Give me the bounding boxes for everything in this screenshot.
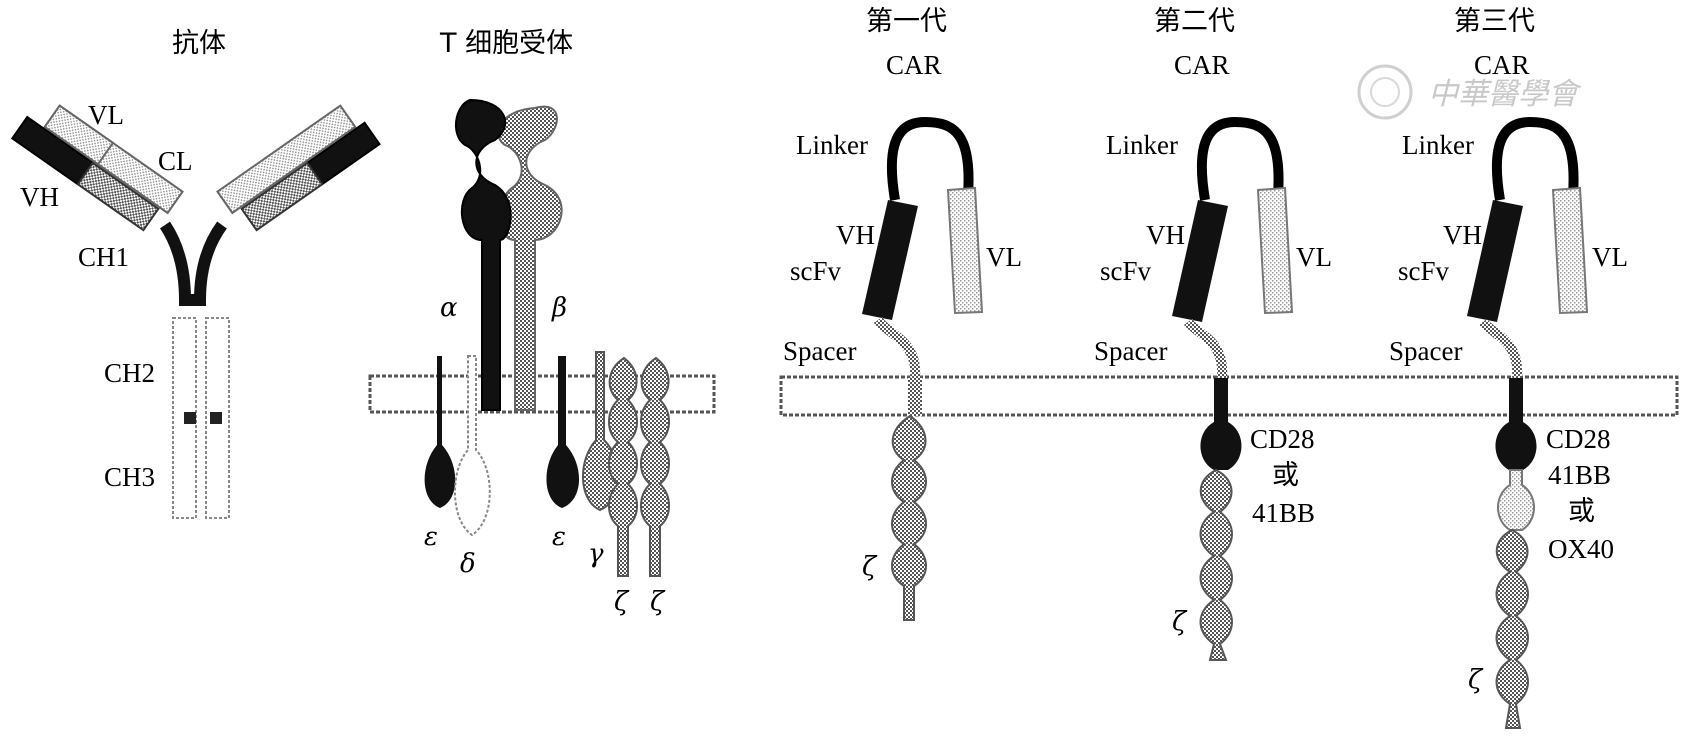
car1-linker — [886, 116, 974, 201]
tcr-alpha-label: α — [440, 293, 458, 323]
antibody-hinge — [159, 221, 227, 306]
car3-group: 第三代 CAR Linker VH scFv VL Spacer CD28 41… — [1389, 6, 1628, 729]
car3-linker — [1491, 116, 1579, 201]
car3-costim-domain-2 — [1497, 469, 1535, 531]
car2-vh-domain — [1172, 200, 1228, 322]
antibody-disulfide-right — [210, 412, 222, 424]
car1-spacer-label: Spacer — [783, 336, 856, 366]
car3-costim-1-label: CD28 — [1546, 424, 1611, 454]
antibody-ch1-domain — [76, 161, 160, 232]
tcr-zeta-1-label: ζ — [614, 587, 630, 617]
tcr-alpha-chain — [454, 98, 512, 411]
car1-vh-domain — [862, 200, 918, 320]
antibody-vh-label: VH — [20, 182, 59, 212]
watermark-seal-icon — [1357, 64, 1413, 120]
antibody-ch1-label: CH1 — [78, 242, 129, 272]
antibody-title: 抗体 — [172, 28, 226, 59]
car1-linker-label: Linker — [796, 130, 868, 160]
tcr-title: T 细胞受体 — [439, 28, 573, 59]
car3-vl-domain — [1551, 186, 1589, 315]
car3-scfv-label: scFv — [1398, 256, 1450, 286]
car2-costim-or-label: 或 — [1272, 460, 1299, 491]
car2-vl-label: VL — [1296, 242, 1332, 272]
antibody-group: 抗体 VL CL VH CH1 CH2 CH3 — [10, 28, 381, 519]
car2-costim-2-label: 41BB — [1252, 498, 1315, 528]
car1-zeta-label: ζ — [862, 552, 878, 582]
tcr-epsilon-left-label: ε — [424, 522, 438, 552]
car2-vh-label: VH — [1146, 220, 1185, 250]
antibody-cl-label: CL — [158, 146, 193, 176]
car1-vl-label: VL — [986, 242, 1022, 272]
car2-title-line2: CAR — [1174, 50, 1230, 80]
tcr-epsilon-right-label: ε — [552, 522, 566, 552]
car-membrane — [779, 375, 1679, 417]
car1-vh-label: VH — [836, 220, 875, 250]
car3-spacer — [1479, 318, 1523, 379]
tcr-zeta-2-label: ζ — [650, 587, 666, 617]
car2-spacer-label: Spacer — [1094, 336, 1167, 366]
car2-zeta-label: ζ — [1172, 607, 1188, 637]
car1-group: 第一代 CAR Linker VH scFv VL Spacer ζ — [783, 6, 1022, 621]
tcr-beta-chain — [497, 105, 563, 411]
car3-costim-or-label: 或 — [1568, 496, 1595, 527]
tcr-group: T 细胞受体 α β ε δ ε γ ζ ζ — [368, 28, 716, 617]
tcr-beta-label: β — [551, 293, 567, 323]
watermark: 中華醫學會 — [1357, 64, 1582, 120]
car3-zeta-label: ζ — [1468, 665, 1484, 695]
tcr-epsilon-left — [424, 356, 456, 508]
car1-vl-domain — [946, 186, 984, 315]
car3-title-line2: CAR — [1474, 50, 1530, 80]
antibody-disulfide-left — [184, 412, 196, 424]
antibody-ch2-label: CH2 — [104, 358, 155, 388]
car1-title-line2: CAR — [886, 50, 942, 80]
antibody-left-arm — [10, 104, 184, 232]
car2-costim-domain — [1200, 416, 1242, 470]
watermark-text: 中華醫學會 — [1428, 77, 1582, 112]
tcr-delta-label: δ — [460, 549, 476, 579]
tcr-delta — [453, 355, 491, 537]
antibody-ch3-label: CH3 — [104, 462, 155, 492]
antibody-vl-label: VL — [88, 100, 124, 130]
car2-group: 第二代 CAR Linker VH scFv VL Spacer CD28 或 … — [1094, 6, 1332, 661]
car1-title-line1: 第一代 — [866, 6, 947, 37]
car3-spacer-label: Spacer — [1389, 336, 1462, 366]
car2-costim-1-label: CD28 — [1250, 424, 1315, 454]
car2-zeta-domain — [1199, 468, 1233, 661]
car3-title-line1: 第三代 — [1454, 6, 1535, 37]
antibody-ch1-domain-right — [240, 161, 324, 232]
tcr-gamma-label: γ — [588, 539, 604, 569]
antibody-vl-domain-right — [216, 104, 357, 215]
car1-spacer — [873, 316, 921, 379]
car2-linker-label: Linker — [1106, 130, 1178, 160]
car3-vl-label: VL — [1592, 242, 1628, 272]
car2-transmembrane — [1214, 378, 1228, 416]
car3-vh-label: VH — [1443, 220, 1482, 250]
watermark-seal-inner — [1370, 77, 1400, 107]
car3-zeta-domain — [1495, 528, 1529, 729]
car3-transmembrane — [1509, 378, 1523, 416]
car3-costim-2-label: 41BB — [1548, 460, 1611, 490]
car2-title-line1: 第二代 — [1154, 6, 1235, 37]
antibody-right-arm — [216, 104, 381, 232]
car3-costim-domain-1 — [1495, 416, 1537, 470]
tcr-zeta-1 — [608, 356, 638, 577]
tcr-epsilon-right — [546, 356, 580, 508]
car1-transmembrane — [908, 378, 922, 416]
car2-vl-domain — [1256, 186, 1294, 315]
car1-scfv-label: scFv — [790, 256, 842, 286]
car3-vh-domain — [1467, 200, 1523, 322]
car2-linker — [1196, 116, 1284, 201]
car2-spacer — [1184, 318, 1228, 379]
car1-zeta-domain — [891, 414, 927, 621]
tcr-zeta-2 — [640, 356, 670, 577]
car3-linker-label: Linker — [1402, 130, 1474, 160]
car2-scfv-label: scFv — [1100, 256, 1152, 286]
car3-costim-3-label: OX40 — [1548, 534, 1614, 564]
antibody-cl-domain — [43, 104, 115, 166]
